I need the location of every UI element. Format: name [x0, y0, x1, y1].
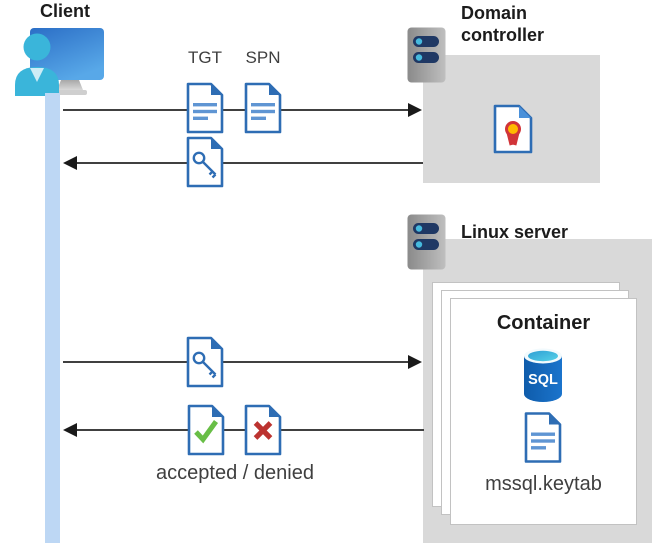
client-title: Client — [39, 1, 90, 21]
arrowhead-left-icon — [63, 156, 77, 170]
accepted-document-icon — [187, 404, 225, 456]
certificate-document-icon — [493, 104, 533, 154]
sql-database-icon: SQL — [524, 348, 562, 402]
arrowhead-right-icon — [408, 103, 422, 117]
arrow-line-request — [63, 109, 410, 111]
tgt-document-icon — [186, 82, 224, 134]
person-collar — [30, 68, 44, 82]
sql-badge-text: SQL — [528, 372, 558, 388]
monitor-stand — [57, 80, 83, 90]
client-lifeline — [45, 93, 60, 543]
container-card-front: Container SQL mssql.keytab — [450, 298, 637, 525]
key-document-icon — [186, 336, 224, 388]
key-document-icon — [186, 136, 224, 188]
client-workstation-icon — [15, 28, 104, 96]
denied-document-icon — [244, 404, 282, 456]
tgt-label: TGT — [188, 48, 222, 67]
keytab-document-icon — [524, 412, 562, 463]
arrowhead-right-icon — [408, 355, 422, 369]
domain-controller-title: Domain controller — [461, 3, 545, 45]
accepted-denied-caption: accepted / denied — [156, 462, 314, 484]
spn-label: SPN — [245, 48, 281, 67]
linux-server-title: Linux server — [461, 222, 569, 242]
arrowhead-left-icon — [63, 423, 77, 437]
linux-server-server-icon — [407, 214, 446, 270]
arrow-line-present — [63, 361, 410, 363]
domain-controller-server-icon — [407, 27, 446, 83]
monitor-base — [53, 90, 87, 95]
spn-document-icon — [244, 82, 282, 134]
keytab-label: mssql.keytab — [485, 473, 602, 495]
person-head — [23, 33, 51, 61]
container-title: Container — [496, 312, 591, 334]
arrow-line-ticket — [76, 162, 423, 164]
